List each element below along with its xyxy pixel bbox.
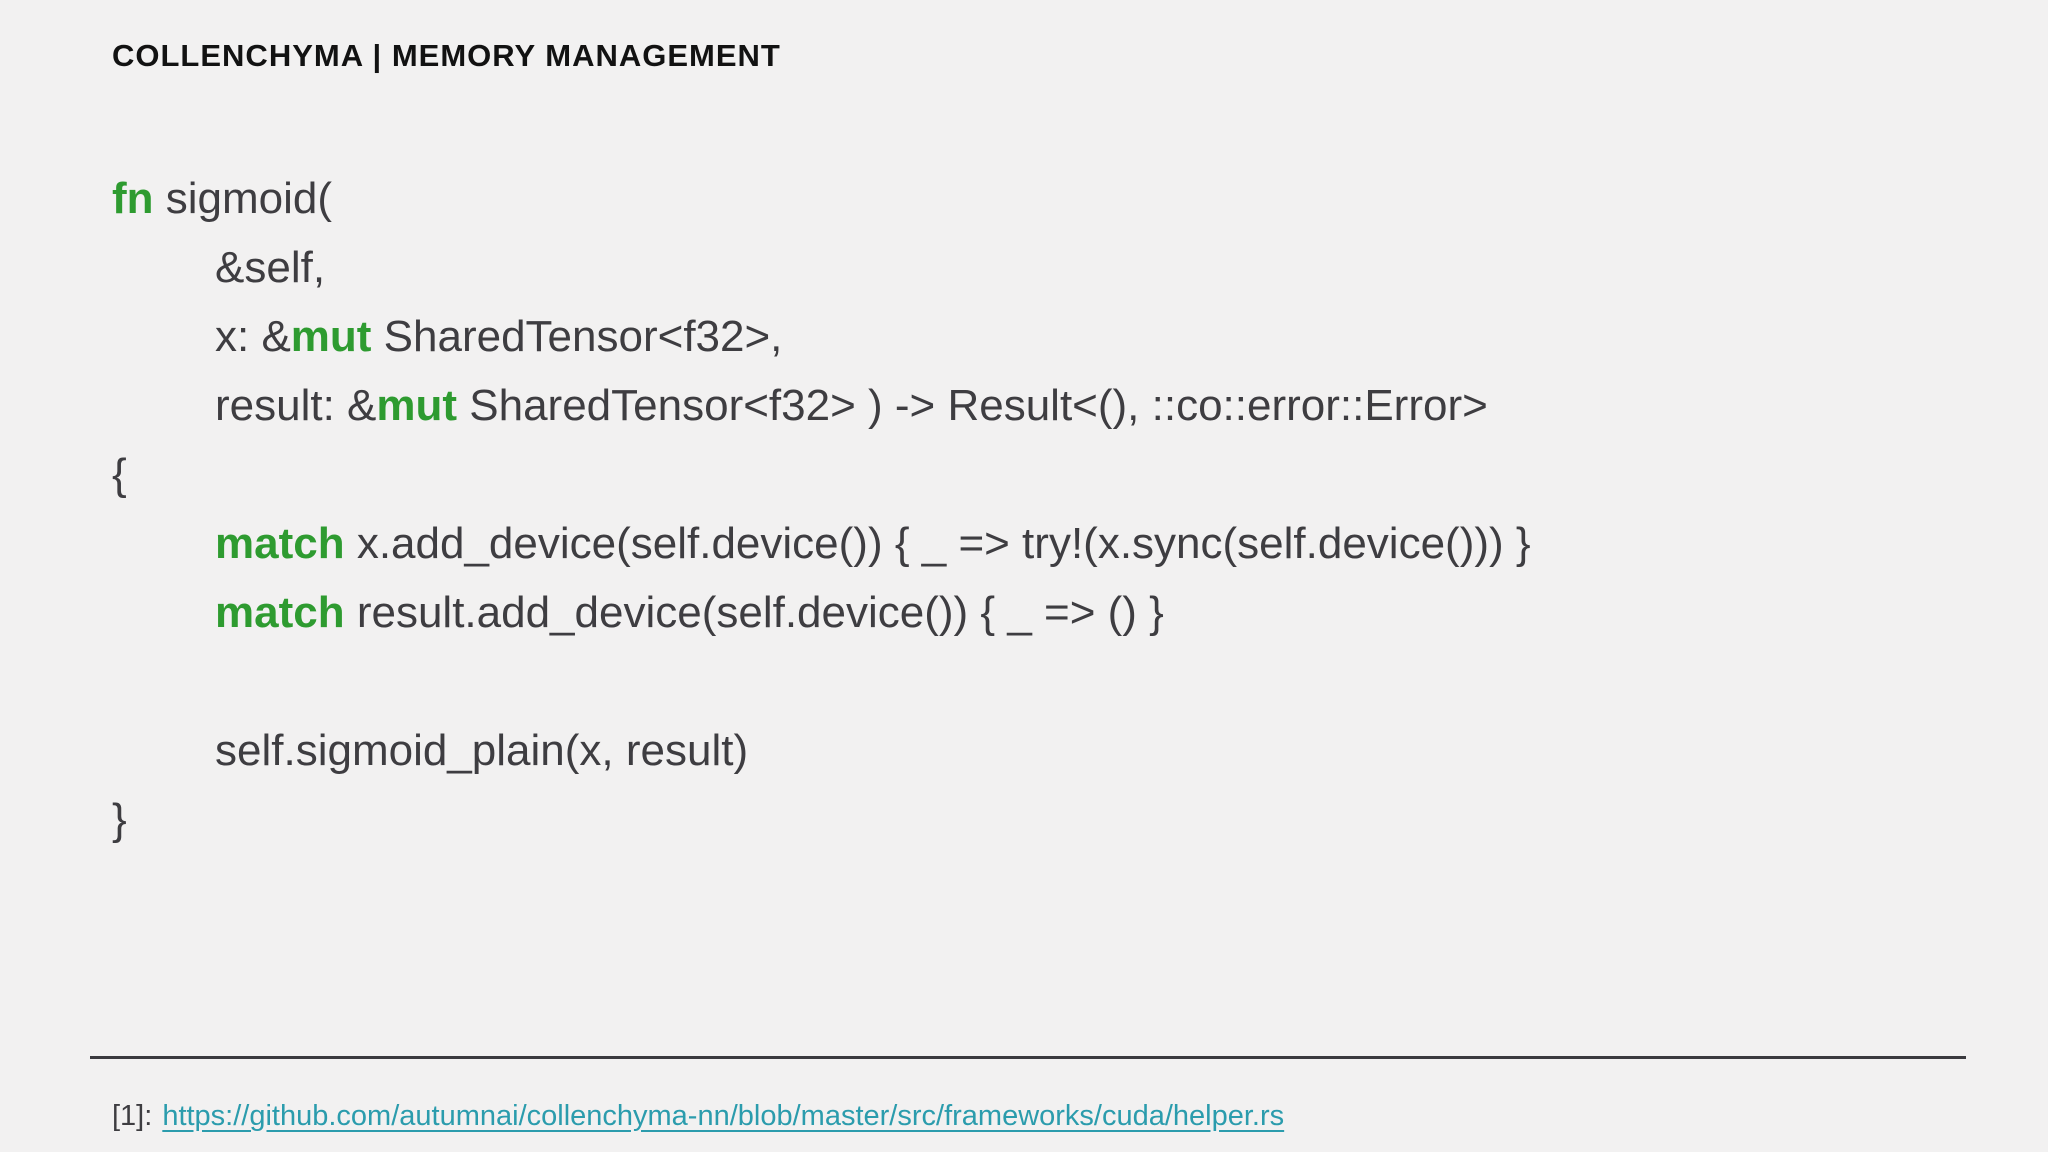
footnote-ref-label: [1]: bbox=[112, 1100, 153, 1132]
code-text: self.sigmoid_plain(x, result) bbox=[215, 726, 749, 775]
code-text: result.add_device(self.device()) { _ => … bbox=[344, 588, 1164, 637]
code-text: x.add_device(self.device()) { _ => try!(… bbox=[344, 519, 1531, 568]
code-text: } bbox=[112, 795, 127, 844]
code-keyword: match bbox=[215, 588, 345, 637]
code-line bbox=[112, 647, 1531, 716]
footnote-link[interactable]: https://github.com/autumnai/collenchyma-… bbox=[162, 1100, 1285, 1132]
code-text: &self, bbox=[215, 243, 326, 292]
code-line: x: &mut SharedTensor<f32>, bbox=[112, 302, 1531, 371]
code-keyword: match bbox=[215, 519, 345, 568]
code-text: result: & bbox=[215, 381, 377, 430]
code-keyword: mut bbox=[376, 381, 458, 430]
footnote: [1]: https://github.com/autumnai/collench… bbox=[112, 1100, 1284, 1133]
footer-divider bbox=[90, 1056, 1966, 1059]
code-text: SharedTensor<f32>, bbox=[371, 312, 783, 361]
code-block: fn sigmoid(&self,x: &mut SharedTensor<f3… bbox=[112, 164, 1531, 854]
slide-title: COLLENCHYMA | MEMORY MANAGEMENT bbox=[112, 38, 781, 73]
code-text: { bbox=[112, 450, 127, 499]
code-line: self.sigmoid_plain(x, result) bbox=[112, 716, 1531, 785]
code-line: } bbox=[112, 785, 1531, 854]
code-text: x: & bbox=[215, 312, 291, 361]
code-keyword: mut bbox=[290, 312, 372, 361]
code-line: result: &mut SharedTensor<f32> ) -> Resu… bbox=[112, 371, 1531, 440]
code-text: sigmoid( bbox=[153, 174, 333, 223]
code-line: match x.add_device(self.device()) { _ =>… bbox=[112, 509, 1531, 578]
code-line: fn sigmoid( bbox=[112, 164, 1531, 233]
code-line: match result.add_device(self.device()) {… bbox=[112, 578, 1531, 647]
code-text: SharedTensor<f32> ) -> Result<(), ::co::… bbox=[457, 381, 1488, 430]
code-line: { bbox=[112, 440, 1531, 509]
code-keyword: fn bbox=[112, 174, 154, 223]
code-line: &self, bbox=[112, 233, 1531, 302]
